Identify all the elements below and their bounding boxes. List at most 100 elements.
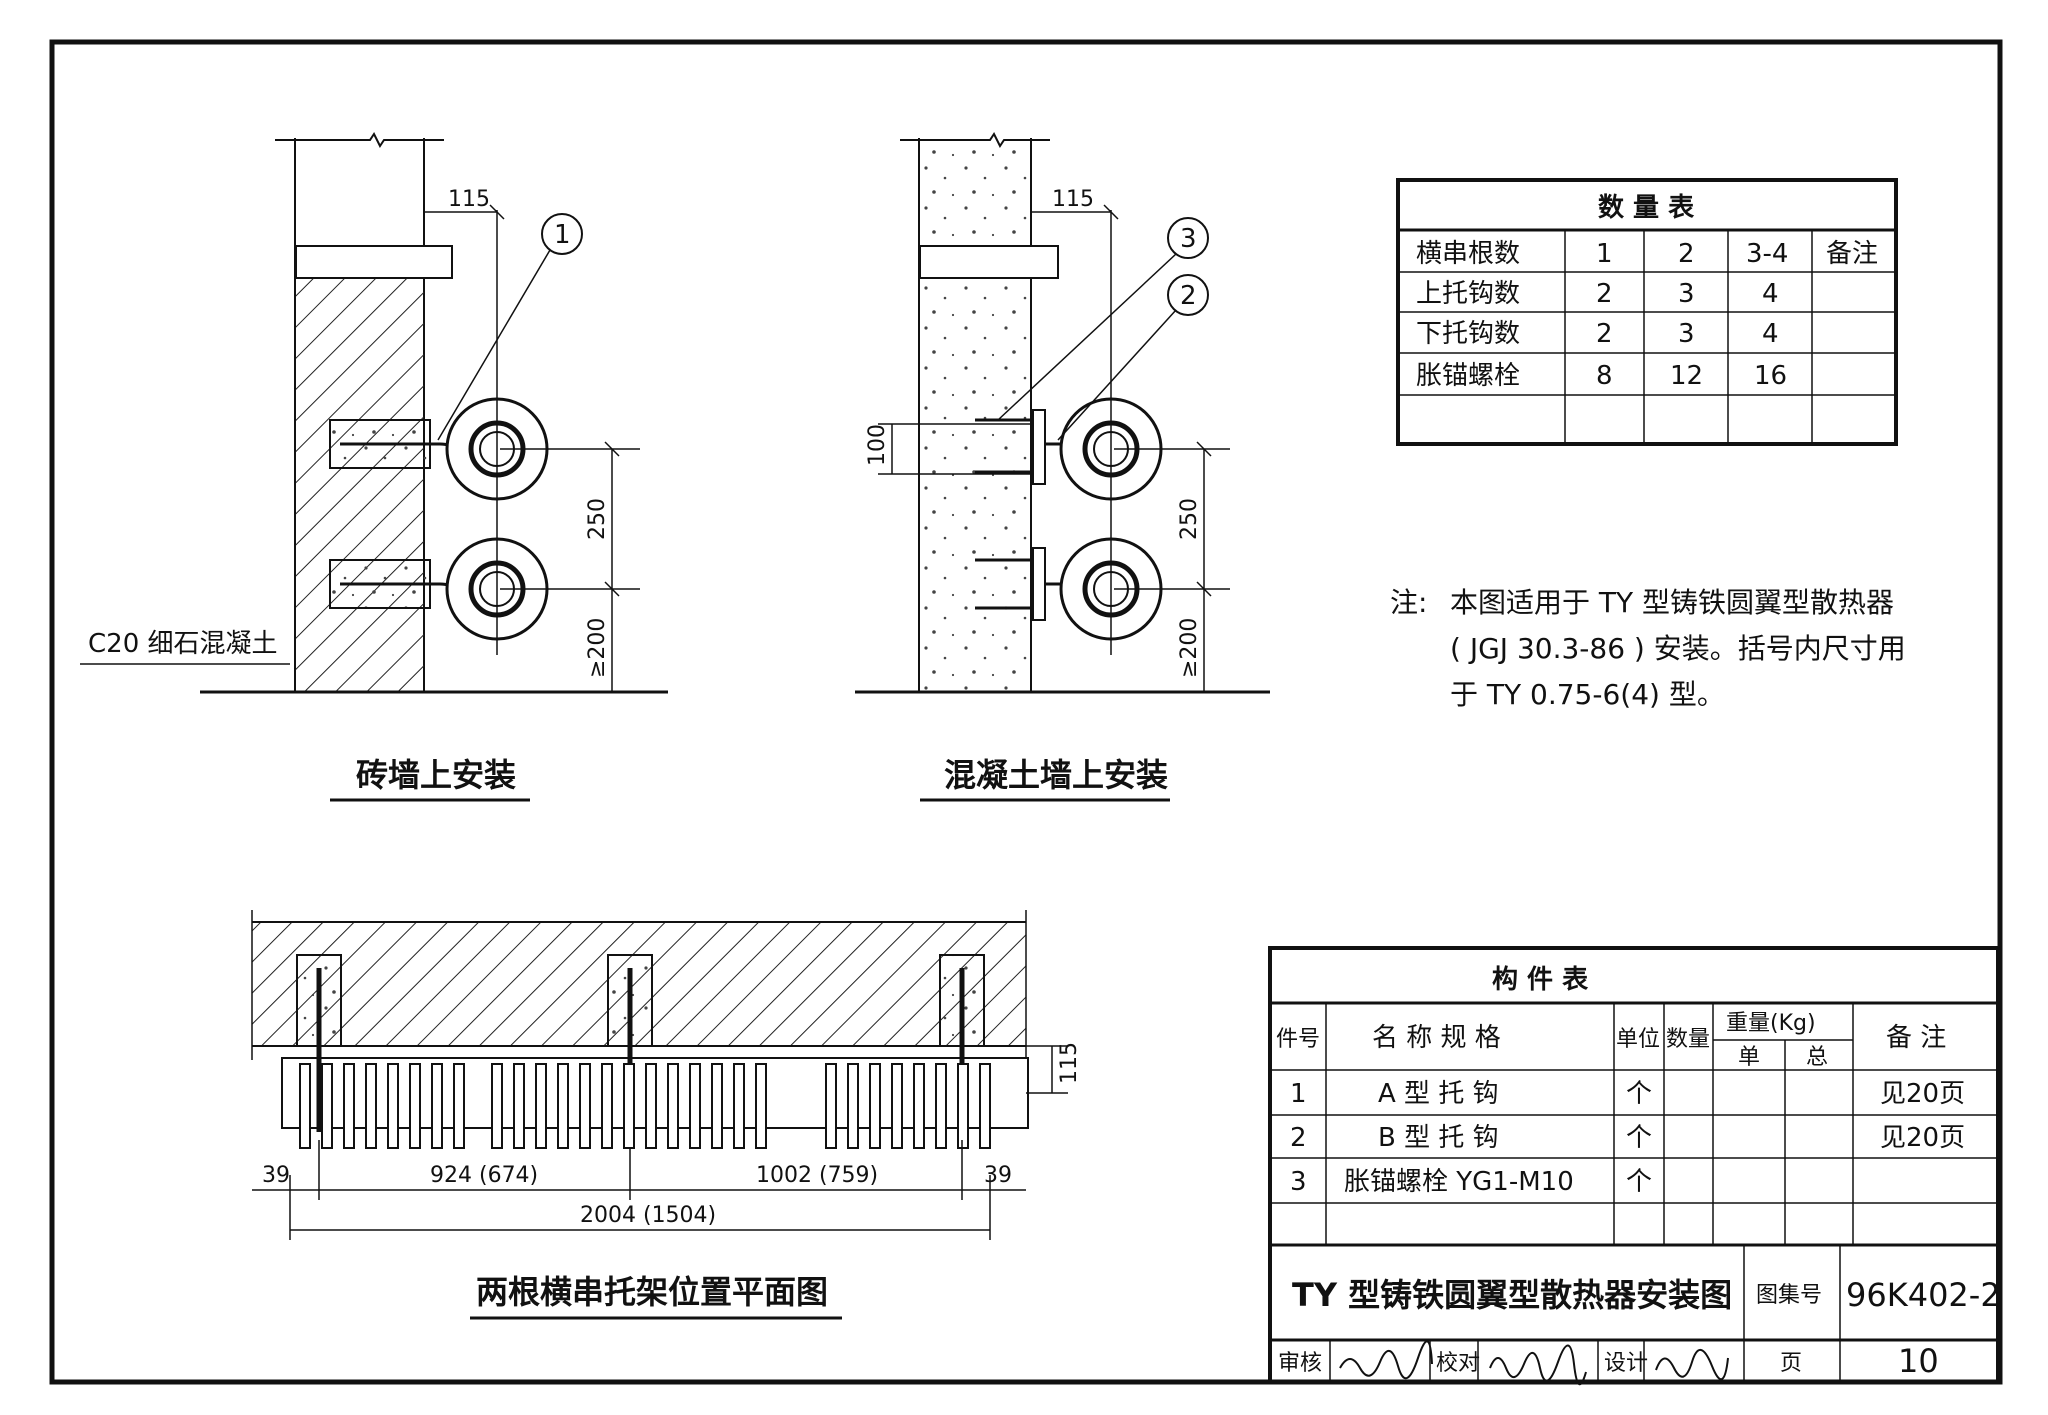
parts-row-unit: 个 [1626,1123,1652,1153]
brick-dim-250: 250 [585,498,610,540]
plan-dim-total: 2004 (1504) [580,1203,716,1228]
plan-view-title: 两根横串托架位置平面图 [476,1273,828,1311]
qty-cell: 3 [1678,319,1695,349]
radiator-fin [579,1063,591,1149]
atlas-label: 图集号 [1756,1283,1822,1308]
parts-header-unit: 单位 [1616,1027,1660,1052]
concrete-dim-200: ≥200 [1177,618,1202,678]
radiator-fin [535,1063,547,1149]
atlas-number: 96K402-2 [1846,1276,2001,1314]
qty-cell: 4 [1762,279,1779,309]
review-label: 审核 [1278,1351,1322,1376]
plan-dimensions: 115 39 924 (674) 1002 (759) 39 2004 (150… [252,1042,1082,1320]
signature-review [1339,1340,1433,1379]
parts-row-remark: 见20页 [1880,1079,1965,1109]
radiator-fin [869,1063,881,1149]
brick-wall-view: 115 250 ≥200 1 C20 细石混凝土 砖墙上安装 [80,132,668,802]
parts-row-unit: 个 [1626,1167,1652,1197]
qty-cell: 4 [1762,319,1779,349]
brick-callout-1: 1 [554,220,571,250]
qty-cell: 8 [1596,361,1613,391]
radiator-fin [387,1063,399,1149]
check-label: 校对 [1436,1351,1480,1376]
page-number: 10 [1898,1342,1939,1380]
parts-header-qty: 数量 [1666,1027,1710,1052]
radiator-fins [299,1063,991,1149]
qty-cell: 胀锚螺栓 [1416,361,1520,391]
note-line: 于 TY 0.75-6(4) 型。 [1450,678,1725,711]
radiator-fin [711,1063,723,1149]
parts-table-title: 构 件 表 [1492,965,1589,995]
parts-header-w-unit: 单 [1738,1045,1760,1070]
qty-header-4: 备注 [1826,239,1878,269]
note-label: 注: [1390,586,1428,619]
qty-cell: 上托钩数 [1416,279,1520,309]
qty-header-3: 3-4 [1746,239,1788,269]
parts-row-no: 1 [1290,1079,1307,1109]
signature-design [1655,1349,1729,1380]
concrete-callout-2: 2 [1180,281,1197,311]
qty-header-1: 1 [1596,239,1613,269]
radiator-fin [623,1063,635,1149]
parts-header-name: 名 称 规 格 [1372,1023,1501,1053]
parts-row-no: 2 [1290,1123,1307,1153]
parts-header-no: 件号 [1276,1027,1320,1052]
radiator-fin [299,1063,311,1149]
plan-dim-1002: 1002 (759) [756,1163,878,1188]
radiator-fin [601,1063,613,1149]
qty-cell: 下托钩数 [1416,319,1520,349]
parts-header-weight: 重量(Kg) [1726,1011,1816,1036]
radiator-fin [431,1063,443,1149]
radiator-fin [513,1063,525,1149]
radiator-fin [409,1063,421,1149]
parts-header-w-total: 总 [1806,1045,1828,1070]
radiator-fin [557,1063,569,1149]
page-label: 页 [1780,1351,1802,1376]
concrete-dim-top: 115 [1052,187,1094,212]
parts-row-name: A 型 托 钩 [1378,1079,1499,1109]
radiator-fin [343,1063,355,1149]
qty-cell: 2 [1596,319,1613,349]
parts-table: 构 件 表 件号 名 称 规 格 单位 数量 重量(Kg) 单 总 备 注 1 … [1268,946,2001,1385]
radiator-fin [847,1063,859,1149]
plan-dim-924: 924 (674) [430,1163,538,1188]
qty-header-2: 2 [1678,239,1695,269]
radiator-fin [891,1063,903,1149]
quantity-table: 数 量 表 横串根数 1 2 3-4 备注 上托钩数 2 3 4 下托钩数 2 … [1396,178,1898,446]
radiator-fin [825,1063,837,1149]
concrete-dim-100: 100 [865,424,890,466]
signature-check [1489,1344,1587,1385]
concrete-callout-3: 3 [1180,224,1197,254]
parts-row-name: B 型 托 钩 [1378,1123,1499,1153]
concrete-view-title: 混凝土墙上安装 [944,756,1168,794]
radiator-fin [913,1063,925,1149]
parts-header-remark: 备 注 [1886,1023,1946,1053]
radiator-fin [733,1063,745,1149]
qty-cell: 16 [1754,361,1787,391]
parts-row-remark: 见20页 [1880,1123,1965,1153]
brick-concrete-label: C20 细石混凝土 [88,629,278,659]
radiator-fin [667,1063,679,1149]
sheet-border [49,39,2003,1385]
plan-dim-left-39: 39 [262,1163,290,1188]
qty-table-title: 数 量 表 [1598,193,1695,223]
radiator-fin [957,1063,969,1149]
note-line: 本图适用于 TY 型铸铁圆翼型散热器 [1450,586,1895,619]
note-line: ( JGJ 30.3-86 ) 安装。括号内尺寸用 [1450,632,1906,665]
radiator-fin [935,1063,947,1149]
radiator-fin [453,1063,465,1149]
radiator-fin [645,1063,657,1149]
concrete-wall-view: 115 100 250 ≥200 3 2 混凝土墙上安装 [855,132,1270,802]
brick-dim-top: 115 [448,187,490,212]
qty-header-0: 横串根数 [1416,239,1520,269]
brick-dim-200: ≥200 [585,618,610,678]
parts-row-name: 胀锚螺栓 YG1-M10 [1344,1167,1574,1197]
radiator-fin [755,1063,767,1149]
radiator-fin [979,1063,991,1149]
drawing-title: TY 型铸铁圆翼型散热器安装图 [1292,1276,1732,1314]
qty-cell: 12 [1670,361,1703,391]
radiator-fin [321,1063,333,1149]
concrete-dim-250: 250 [1177,498,1202,540]
plan-dim-right-39: 39 [984,1163,1012,1188]
